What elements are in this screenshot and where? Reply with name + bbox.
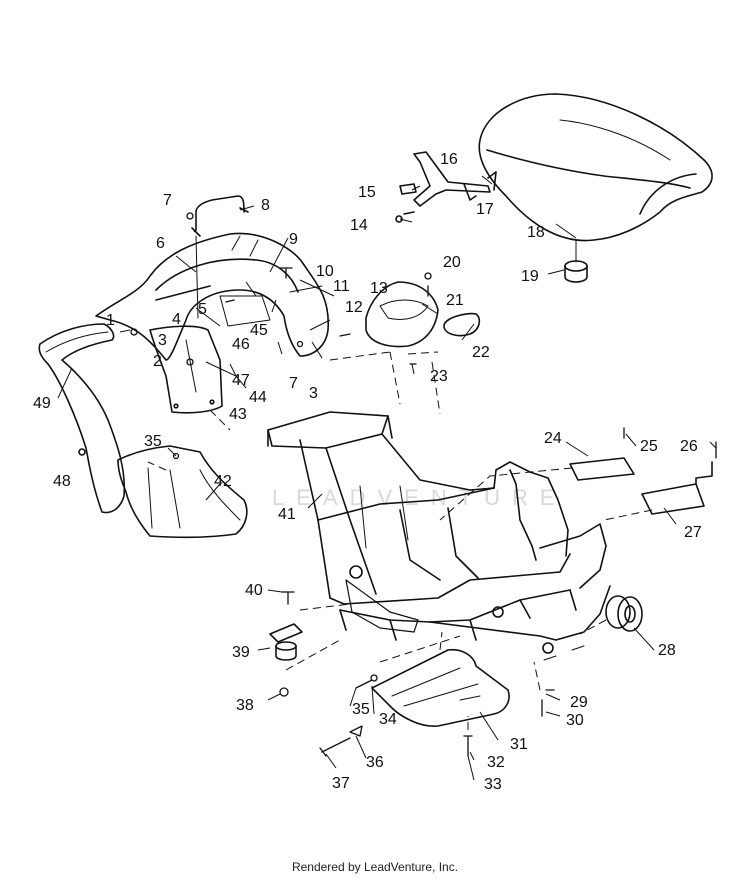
callout-22: 22 bbox=[472, 344, 490, 361]
footwell-panel bbox=[117, 445, 248, 539]
callout-18: 18 bbox=[527, 224, 545, 241]
storage-cover bbox=[365, 281, 439, 348]
callout-1: 1 bbox=[106, 312, 115, 329]
callout-42: 42 bbox=[214, 473, 232, 490]
callout-36: 36 bbox=[366, 754, 384, 771]
rear-handle bbox=[191, 195, 249, 319]
callout-28: 28 bbox=[658, 642, 676, 659]
callout-4: 4 bbox=[172, 311, 181, 328]
callout-49: 49 bbox=[33, 395, 51, 412]
callout-19: 19 bbox=[521, 268, 539, 285]
callout-30: 30 bbox=[566, 712, 584, 729]
callout-40: 40 bbox=[245, 582, 263, 599]
render-credit: Rendered by LeadVenture, Inc. bbox=[291, 860, 459, 874]
skid-plate bbox=[371, 648, 510, 727]
seat-latch bbox=[395, 151, 497, 223]
seat bbox=[478, 93, 713, 242]
rear-fender bbox=[95, 232, 330, 361]
callout-41: 41 bbox=[278, 506, 296, 523]
callout-17: 17 bbox=[476, 201, 494, 218]
callout-33: 33 bbox=[484, 776, 502, 793]
callout-29: 29 bbox=[570, 694, 588, 711]
callout-3-lower: 3 bbox=[309, 385, 318, 402]
callout-34: 34 bbox=[379, 711, 397, 728]
callout-8: 8 bbox=[261, 197, 270, 214]
callout-20: 20 bbox=[443, 254, 461, 271]
watermark-text: LEADVENTURE bbox=[272, 485, 567, 510]
callout-43: 43 bbox=[229, 406, 247, 423]
callout-12: 12 bbox=[345, 299, 363, 316]
callout-21: 21 bbox=[446, 292, 464, 309]
callout-32: 32 bbox=[487, 754, 505, 771]
callout-16: 16 bbox=[440, 151, 458, 168]
mount-bracket bbox=[269, 623, 303, 661]
callout-25: 25 bbox=[640, 438, 658, 455]
callout-46: 46 bbox=[232, 336, 250, 353]
side-rail bbox=[38, 323, 126, 514]
callout-7-lower: 7 bbox=[289, 375, 298, 392]
engine-mount-bushing bbox=[605, 595, 643, 632]
leader-lines bbox=[57, 175, 717, 781]
callout-14: 14 bbox=[350, 217, 368, 234]
callout-45: 45 bbox=[250, 322, 268, 339]
callout-31: 31 bbox=[510, 736, 528, 753]
callout-39: 39 bbox=[232, 644, 250, 661]
phantom-lines bbox=[147, 351, 653, 730]
callout-48: 48 bbox=[53, 473, 71, 490]
callout-7: 7 bbox=[163, 192, 172, 209]
callout-26: 26 bbox=[680, 438, 698, 455]
callout-37: 37 bbox=[332, 775, 350, 792]
callouts: 1 2 3 3 4 5 6 7 7 8 9 10 11 12 13 14 15 … bbox=[33, 151, 702, 793]
callout-47: 47 bbox=[232, 372, 250, 389]
callout-24: 24 bbox=[544, 430, 562, 447]
mud-flap bbox=[149, 325, 223, 414]
callout-38: 38 bbox=[236, 697, 254, 714]
main-frame bbox=[267, 411, 611, 661]
callout-27: 27 bbox=[684, 524, 702, 541]
callout-3: 3 bbox=[158, 332, 167, 349]
seat-bumper bbox=[564, 239, 588, 283]
callout-9: 9 bbox=[289, 231, 298, 248]
callout-35: 35 bbox=[144, 433, 162, 450]
callout-10: 10 bbox=[316, 263, 334, 280]
storage-pad bbox=[443, 312, 481, 337]
fasteners bbox=[130, 212, 717, 757]
callout-23: 23 bbox=[430, 368, 448, 385]
callout-2: 2 bbox=[153, 353, 162, 370]
callout-6: 6 bbox=[156, 235, 165, 252]
callout-44: 44 bbox=[249, 389, 267, 406]
callout-15: 15 bbox=[358, 184, 376, 201]
callout-35-lower: 35 bbox=[352, 701, 370, 718]
callout-11: 11 bbox=[333, 278, 350, 295]
callout-13: 13 bbox=[370, 280, 388, 297]
upper-plate bbox=[569, 457, 713, 515]
callout-5: 5 bbox=[198, 301, 207, 318]
